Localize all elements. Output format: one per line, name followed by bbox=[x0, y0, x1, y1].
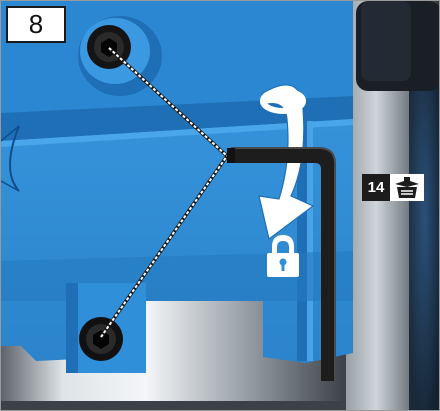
bottom-hex-screw bbox=[79, 317, 123, 361]
parts-box-icon bbox=[390, 174, 424, 201]
step-number: 8 bbox=[29, 9, 43, 40]
parts-reference-badge: 14 bbox=[362, 174, 424, 201]
reference-number: 14 bbox=[362, 174, 390, 201]
step-number-badge: 8 bbox=[6, 6, 66, 43]
router-column bbox=[341, 1, 440, 411]
